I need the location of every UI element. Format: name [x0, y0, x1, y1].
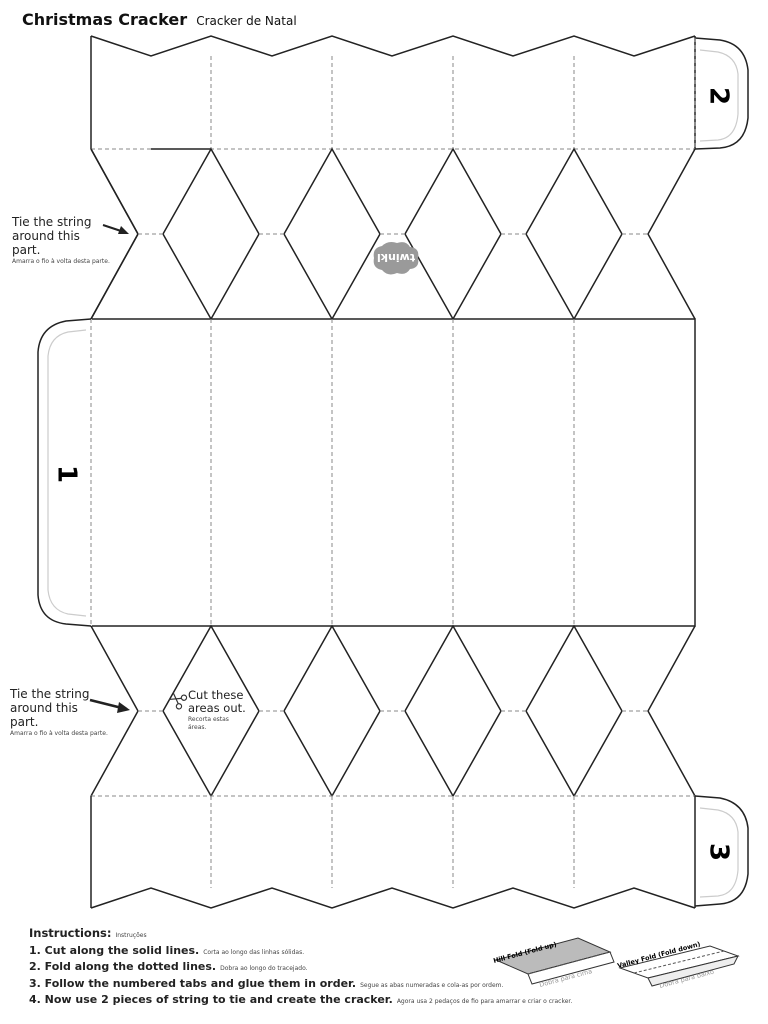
arrow-right-icon — [89, 698, 130, 713]
body-panel — [90, 318, 696, 627]
cut-areas-note-en: Cut these areas out. — [188, 688, 246, 715]
instructions-heading-pt: Instruções — [115, 932, 147, 939]
top-panel-folds — [91, 56, 695, 150]
bottom-panel-folds — [210, 796, 575, 888]
tab-3 — [694, 795, 749, 907]
tab-2 — [694, 37, 749, 150]
page-header: Christmas Cracker Cracker de Natal — [22, 10, 297, 29]
hill-fold-diagram: Hill Fold (Fold up) Dobra para cima — [492, 937, 615, 989]
tie-string-note-bottom-pt: Amarra o fio à volta desta parte. — [10, 730, 108, 737]
instructions-heading: Instructions: — [29, 926, 112, 940]
arrow-right-icon — [102, 224, 129, 234]
instruction-step: 4. Now use 2 pieces of string to tie and… — [29, 993, 572, 1010]
instruction-step-pt: Segue as abas numeradas e cola-as por or… — [360, 981, 504, 989]
valley-fold-diagram: Valley Fold (Fold down) Dobra para baixo — [616, 940, 740, 990]
twinkl-logo: twinkl — [373, 242, 419, 275]
tie-string-note-bottom-en: Tie the string around this part. — [10, 687, 90, 729]
instruction-step-en: 4. Now use 2 pieces of string to tie and… — [29, 993, 393, 1006]
tie-string-note-top: Tie the string around this part. Amarra … — [12, 215, 132, 266]
tie-string-note-top-en: Tie the string around this part. — [12, 215, 92, 257]
instruction-step: 1. Cut along the solid lines.Corta ao lo… — [29, 944, 572, 961]
tab-1 — [37, 318, 92, 627]
instruction-step-pt: Corta ao longo das linhas sólidas. — [203, 948, 305, 956]
tab-2-label: 2 — [704, 87, 734, 105]
instruction-step-pt: Agora usa 2 pedaços de fio para amarrar … — [396, 998, 573, 1005]
upper-neck-left-v — [90, 233, 139, 320]
instruction-step: 2. Fold along the dotted lines.Dobra ao … — [29, 960, 572, 977]
tie-string-note-bottom: Tie the string around this part. Amarra … — [10, 687, 135, 738]
cut-areas-note-pt: Recorta estas áreas. — [188, 716, 229, 731]
tie-string-note-top-pt: Amarra o fio à volta desta parte. — [12, 258, 110, 265]
page-title: Christmas Cracker — [22, 10, 188, 29]
instructions: Instructions:Instruções 1. Cut along the… — [29, 926, 572, 1010]
instruction-step-en: 3. Follow the numbered tabs and glue the… — [29, 976, 357, 990]
page-subtitle: Cracker de Natal — [196, 14, 297, 28]
scissors-icon — [169, 692, 188, 710]
instructions-heading-row: Instructions:Instruções — [29, 926, 572, 944]
instruction-step-pt: Dobra ao longo do tracejado. — [220, 965, 308, 972]
instruction-step-en: 2. Fold along the dotted lines. — [29, 960, 217, 973]
instruction-step: 3. Follow the numbered tabs and glue the… — [29, 977, 572, 994]
tab-1-label: 1 — [52, 465, 82, 483]
lower-neck-outline — [90, 624, 696, 798]
twinkl-logo-text: twinkl — [377, 251, 415, 264]
bottom-zigzag-edge — [90, 887, 696, 909]
lower-neck-folds — [91, 710, 695, 797]
instruction-step-en: 1. Cut along the solid lines. — [29, 943, 200, 957]
body-folds — [210, 319, 575, 626]
top-zigzag-edge — [90, 35, 696, 57]
tab-3-label: 3 — [704, 843, 734, 861]
cut-areas-note: Cut these areas out. Recorta estas áreas… — [188, 689, 250, 732]
upper-neck-outline — [90, 147, 696, 321]
